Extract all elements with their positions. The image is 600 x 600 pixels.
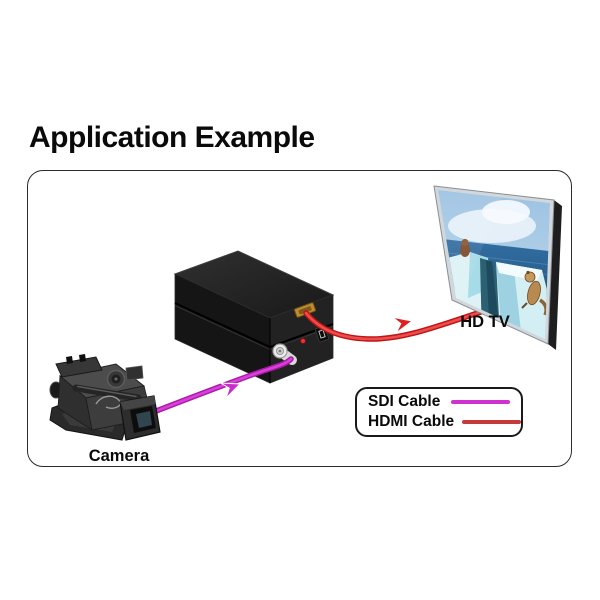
legend-sdi-label: SDI Cable	[368, 393, 441, 410]
cable-legend: SDI Cable HDMI Cable	[355, 387, 523, 437]
camera-microphone	[72, 384, 142, 402]
legend-sdi-line	[451, 400, 510, 404]
camera-viewfinder-box	[119, 395, 161, 441]
hdmi-cable-line	[303, 303, 502, 342]
camera-bracket	[125, 365, 144, 381]
camera-top-handle	[55, 354, 103, 378]
hdmi-cable-arrow	[392, 316, 414, 334]
tv-character-left	[460, 238, 470, 257]
sdi-cable-arrow	[220, 382, 242, 399]
legend-row-sdi: SDI Cable	[368, 393, 510, 411]
camera-reel	[106, 369, 126, 389]
page-title: Application Example	[29, 121, 315, 154]
tv-label: HD TV	[460, 313, 510, 331]
tv-side-edge	[548, 200, 562, 350]
tv-screen	[438, 190, 550, 339]
legend-hdmi-line	[462, 420, 522, 424]
tv-character-squirrel	[521, 270, 548, 316]
camera-illustration	[49, 354, 161, 441]
legend-hdmi-label: HDMI Cable	[368, 413, 455, 430]
sdi-cable-line	[148, 356, 294, 416]
power-led	[300, 338, 306, 344]
legend-row-hdmi: HDMI Cable	[368, 413, 522, 431]
camera-label: Camera	[88, 447, 150, 465]
hdtv-illustration	[433, 185, 562, 350]
